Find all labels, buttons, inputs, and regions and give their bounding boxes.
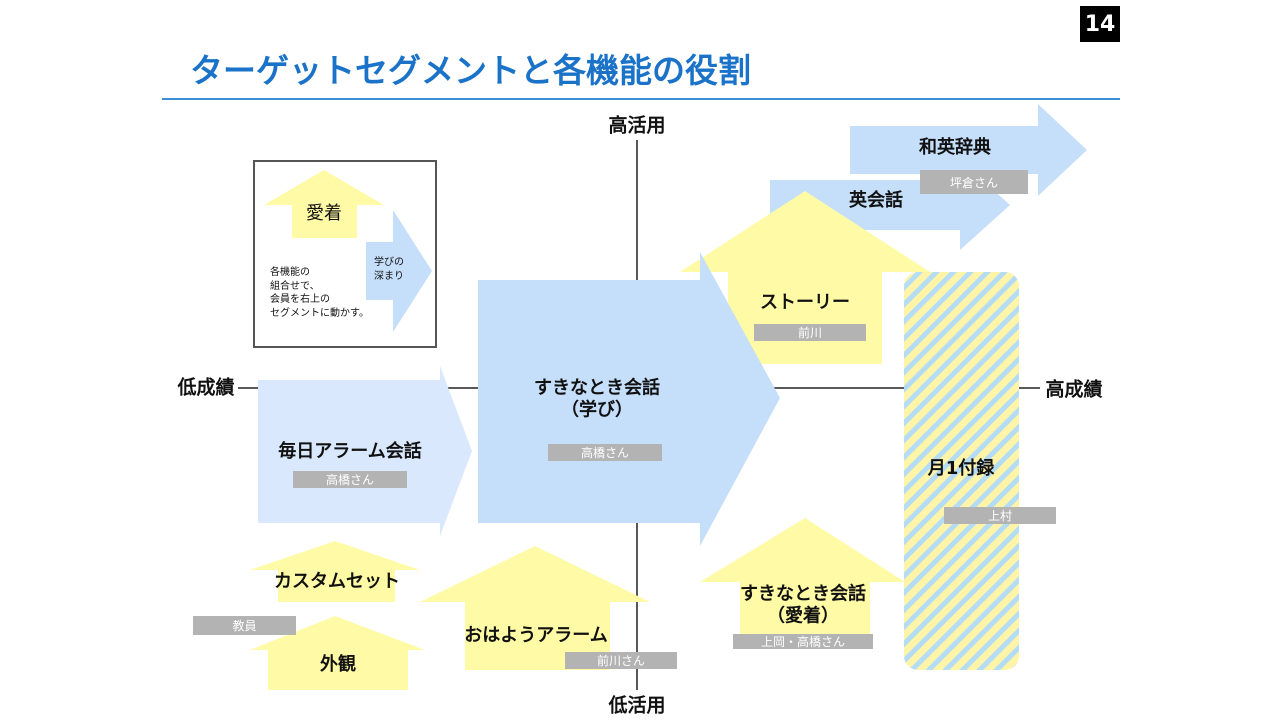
sukinatoki-manabi-label: すきなとき会話 （学び） [534,377,660,420]
legend-description: 各機能の 組合せで、 会員を右上の セグメントに動かす。 [270,267,369,319]
title-rule [162,98,1120,100]
legend-attachment-label: 愛着 [306,203,342,225]
monthly-supplement-bar [904,272,1019,670]
legend-deep-learning-label: 学びの 深まり [374,257,404,282]
custom-set-arrow [250,541,420,602]
wa-ei-dictionary-label: 和英辞典 [919,137,991,159]
story-label: ストーリー [760,292,850,314]
story-arrow [680,191,930,364]
axis-label-right: 高成績 [1045,378,1103,401]
legend-attachment-arrow [264,170,384,238]
custom-set-owner: 教員 [193,616,296,635]
monthly-supplement-owner: 上村 [944,507,1056,524]
sukinatoki-manabi-owner: 高橋さん [548,444,662,461]
ohayou-alarm-label: おはようアラーム [464,625,608,647]
sukinatoki-aichaku-owner: 上岡・高橋さん [733,634,873,649]
story-owner: 前川 [754,324,866,341]
sukinatoki-aichaku-label: すきなとき会話 （愛着） [740,583,866,626]
axis-label-bottom: 低活用 [608,694,666,717]
mainichi-alarm-label: 毎日アラーム会話 [278,441,422,463]
ohayou-alarm-owner: 前川さん [565,652,677,669]
gaikan-label: 外観 [320,654,356,676]
ohayou-alarm-arrow [420,546,650,670]
axis-label-left: 低成績 [177,376,235,399]
mainichi-alarm-owner: 高橋さん [293,471,407,488]
custom-set-label: カスタムセット [274,571,400,593]
axis-label-top: 高活用 [608,114,666,137]
monthly-supplement-label: 月1付録 [927,458,995,480]
page-title: ターゲットセグメントと各機能の役割 [190,51,751,90]
sukinatoki-manabi-arrow [478,252,780,546]
sukinatoki-aichaku-arrow [700,518,905,648]
eikaiwa-label: 英会話 [849,190,903,212]
legend-deep-learning-arrow [366,210,432,332]
wa-ei-dictionary-owner: 坪倉さん [920,170,1028,194]
mainichi-alarm-arrow [258,366,472,536]
page-number: 14 [1080,6,1120,42]
